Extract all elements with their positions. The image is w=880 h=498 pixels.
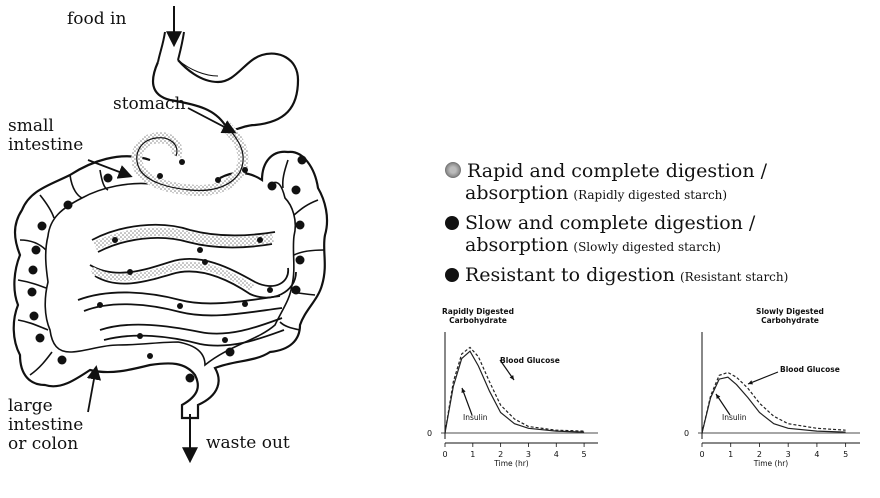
x-tick-label: 5: [843, 450, 848, 459]
chart-title: Carbohydrate: [449, 316, 507, 325]
x-tick-label: 1: [728, 450, 733, 459]
chart-title: Rapidly Digested: [442, 307, 514, 316]
legend-rapid: Rapid and complete digestion / absorptio…: [445, 160, 767, 204]
x-tick-label: 1: [470, 450, 475, 459]
y-tick-label: 0: [427, 429, 432, 438]
chart-title: Carbohydrate: [761, 316, 819, 325]
y-tick-label: 0: [684, 429, 689, 438]
label-waste-out: waste out: [206, 434, 290, 453]
esophagus: [158, 32, 165, 62]
x-tick-label: 0: [442, 450, 447, 459]
legend-resistant: Resistant to digestion (Resistant starch…: [445, 264, 788, 286]
blood-glucose-pointer-head: [510, 375, 514, 380]
label-food-in: food in: [67, 10, 126, 29]
stippled-circle-icon: [445, 162, 461, 178]
x-tick-label: 4: [554, 450, 559, 459]
large-intestine-arrow: [88, 368, 96, 412]
x-axis-label: Time (hr): [753, 459, 789, 468]
insulin-label: Insulin: [463, 413, 488, 422]
stomach-shape: [153, 54, 298, 130]
legend-slow: Slow and complete digestion / absorption…: [445, 212, 755, 256]
x-tick-label: 4: [814, 450, 819, 459]
x-tick-label: 2: [757, 450, 762, 459]
x-tick-label: 0: [699, 450, 704, 459]
label-stomach: stomach: [113, 95, 186, 114]
blood-glucose-label: Blood Glucose: [500, 356, 560, 365]
x-axis-label: Time (hr): [493, 459, 529, 468]
x-tick-label: 3: [786, 450, 791, 459]
chart-title: Slowly Digested: [756, 307, 824, 316]
x-tick-label: 2: [498, 450, 503, 459]
insulin-label: Insulin: [722, 413, 747, 422]
filled-circle-icon: [445, 268, 459, 282]
blood-glucose-label: Blood Glucose: [780, 365, 840, 374]
x-tick-label: 5: [582, 450, 587, 459]
x-tick-label: 3: [526, 450, 531, 459]
filled-circle-icon: [445, 216, 459, 230]
blood-glucose-pointer: [748, 372, 778, 384]
